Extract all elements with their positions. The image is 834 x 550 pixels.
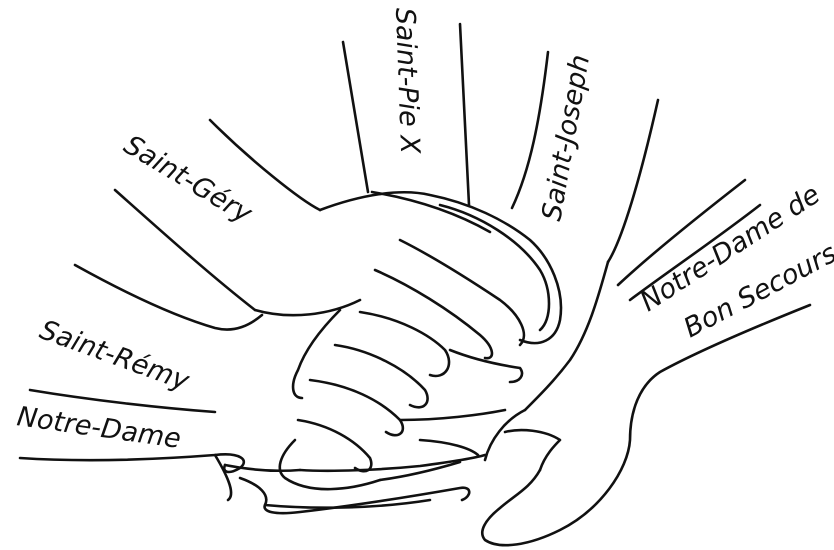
label-notre-dame: Notre-Dame bbox=[15, 401, 183, 455]
label-saint-pie-x: Saint-Pie X bbox=[389, 7, 425, 155]
hand-notre-dame bbox=[20, 440, 485, 513]
label-saint-remy: Saint-Rémy bbox=[36, 314, 194, 397]
